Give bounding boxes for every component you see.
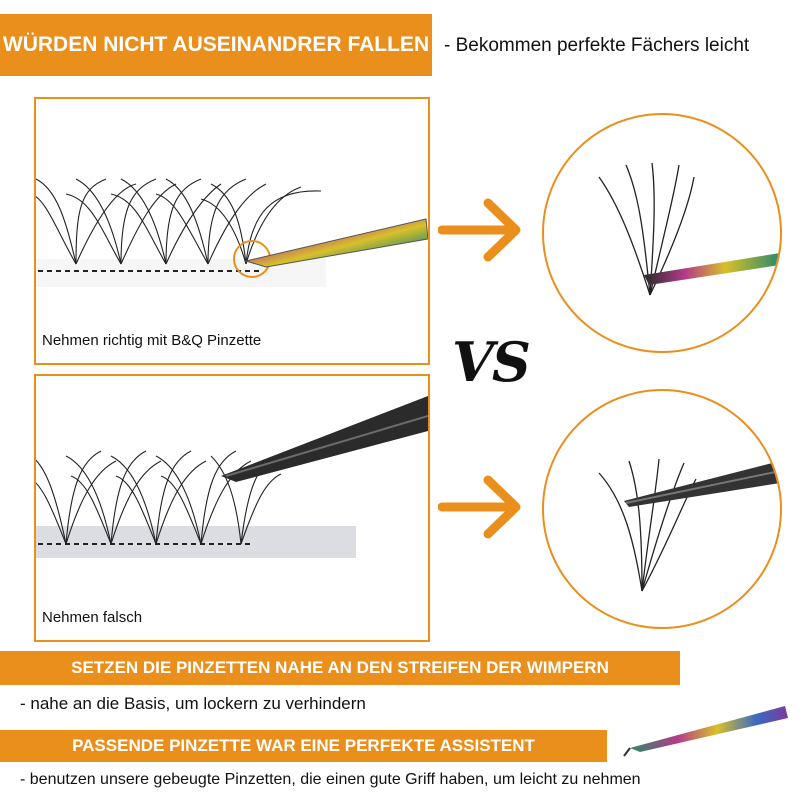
tip1-banner: SETZEN DIE PINZETTEN NAHE AN DEN STREIFE… — [0, 651, 680, 685]
lash-fan-icon — [598, 162, 780, 296]
tip2-text: - benutzen unsere gebeugte Pinzetten, di… — [20, 771, 641, 788]
wrong-panel-label: Nehmen falsch — [42, 609, 142, 626]
black-tweezers-icon — [598, 458, 780, 592]
rainbow-tweezers-icon — [623, 706, 788, 757]
top-banner-title-text: WÜRDEN NICHT AUSEINANDRER FALLEN — [2, 33, 430, 56]
correct-panel-label: Nehmen richtig mit B&Q Pinzette — [42, 332, 261, 349]
correct-usage-panel: Nehmen richtig mit B&Q Pinzette — [34, 97, 430, 365]
vs-label: VS — [452, 330, 531, 394]
wrong-closeup-circle — [542, 389, 782, 629]
top-banner-title: WÜRDEN NICHT AUSEINANDRER FALLEN — [0, 14, 432, 76]
arrow-right-icon — [438, 198, 521, 262]
tip2-title: PASSENDE PINZETTE WAR EINE PERFEKTE ASSI… — [72, 736, 535, 755]
correct-closeup-circle — [542, 113, 782, 353]
wrong-usage-panel: Nehmen falsch — [34, 374, 430, 642]
wrong-lash-strip-image: Nehmen falsch — [36, 396, 428, 626]
tip1-title: SETZEN DIE PINZETTEN NAHE AN DEN STREIFE… — [71, 658, 609, 677]
tip2-banner: PASSENDE PINZETTE WAR EINE PERFEKTE ASSI… — [0, 730, 607, 762]
tip1-text: - nahe an die Basis, um lockern zu verhi… — [20, 694, 366, 713]
top-banner-subtitle: - Bekommen perfekte Fächers leicht — [444, 35, 750, 56]
arrow-right-icon — [438, 475, 521, 539]
correct-lash-strip-image: Nehmen richtig mit B&Q Pinzette — [36, 178, 428, 349]
